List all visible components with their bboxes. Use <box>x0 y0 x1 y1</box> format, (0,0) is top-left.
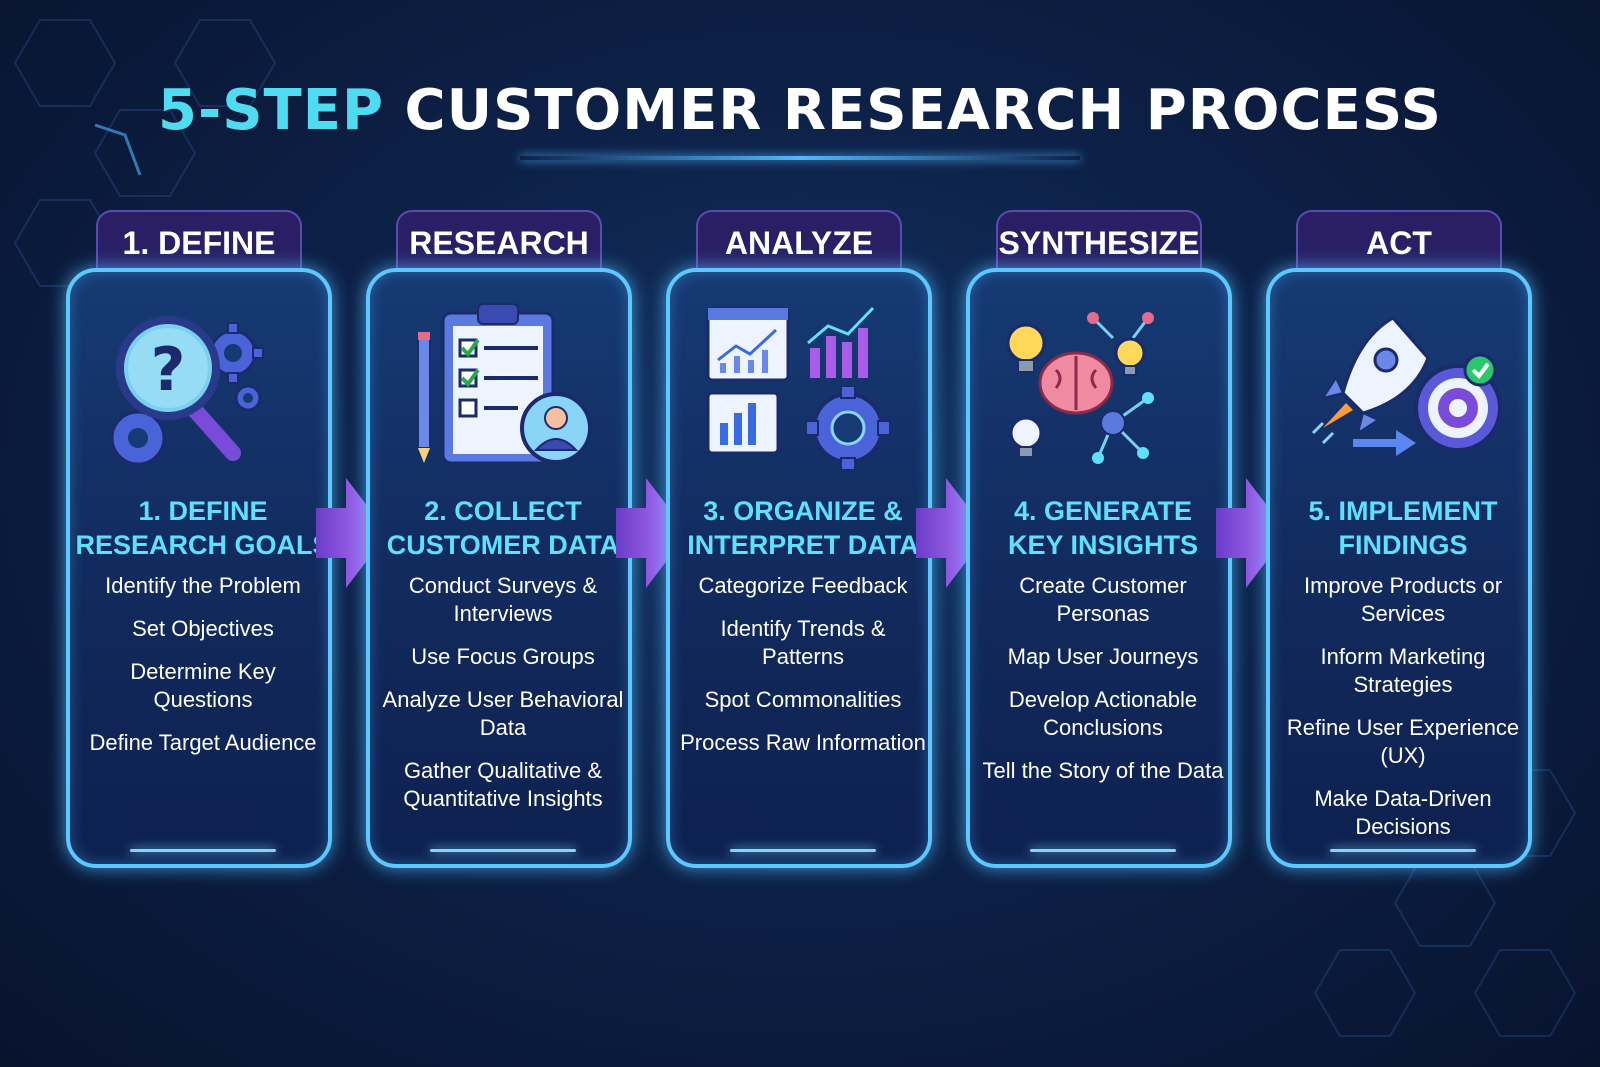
heading-line-2: RESEARCH GOALS <box>75 530 331 560</box>
gear-icon <box>805 385 891 471</box>
list-item: Process Raw Information <box>680 730 926 755</box>
list-item: Inform Marketing Strategies <box>1320 644 1486 697</box>
heading-line-1: 3. ORGANIZE & <box>703 496 903 526</box>
list-item: Tell the Story of the Data <box>982 758 1224 783</box>
list-item: Gather Qualitative & Quantitative Insigh… <box>403 758 603 811</box>
card-glow <box>430 849 576 852</box>
list-item: Analyze User Behavioral Data <box>382 687 624 740</box>
step-card: 2. COLLECT CUSTOMER DATA Conduct Surveys… <box>366 268 632 868</box>
target-check-icon <box>1414 353 1502 452</box>
heading-line-1: 1. DEFINE <box>138 496 268 526</box>
step-heading: 5. IMPLEMENT FINDINGS <box>1270 494 1536 562</box>
heading-line-2: KEY INSIGHTS <box>1007 530 1199 560</box>
step-tab: ACT <box>1296 210 1502 276</box>
title-accent: 5-STEP <box>157 78 385 143</box>
svg-text:?: ? <box>151 335 186 405</box>
card-glow <box>130 849 276 852</box>
step-heading: 1. DEFINE RESEARCH GOALS <box>70 494 336 562</box>
heading-line-2: INTERPRET DATA <box>687 530 919 560</box>
heading-line-2: FINDINGS <box>1338 530 1468 560</box>
dashboard-chart-icon <box>706 306 790 455</box>
list-item: Conduct Surveys & Interviews <box>408 573 598 626</box>
arrow-right-icon <box>616 478 688 588</box>
list-item: Spot Commonalities <box>704 687 902 712</box>
step-items: Create Customer Personas Map User Journe… <box>980 572 1226 800</box>
user-avatar-icon <box>520 392 592 464</box>
step-tab: ANALYZE <box>696 210 902 276</box>
step-act: ACT 5. I <box>1266 210 1532 885</box>
step-tab: RESEARCH <box>396 210 602 276</box>
step-card: 3. ORGANIZE & INTERPRET DATA Categorize … <box>666 268 932 868</box>
heading-line-1: 4. GENERATE <box>1013 496 1193 526</box>
research-icons <box>417 303 592 465</box>
pencil-icon <box>417 332 431 463</box>
step-heading: 4. GENERATE KEY INSIGHTS <box>970 494 1236 562</box>
step-heading: 2. COLLECT CUSTOMER DATA <box>370 494 636 562</box>
brain-icon <box>1038 351 1114 415</box>
step-items: Categorize Feedback Identify Trends & Pa… <box>680 572 926 772</box>
step-items: Conduct Surveys & Interviews Use Focus G… <box>380 572 626 828</box>
card-glow <box>1330 849 1476 852</box>
magnifier-question-icon: ? <box>116 316 241 461</box>
list-item: Categorize Feedback <box>698 573 908 598</box>
step-tab: SYNTHESIZE <box>996 210 1202 276</box>
step-analyze: ANALYZE <box>666 210 932 885</box>
list-item: Refine User Experience (UX) <box>1286 715 1520 768</box>
title-main: CUSTOMER RESEARCH PROCESS <box>404 78 1442 143</box>
step-define: 1. DEFINE ? 1. DEFI <box>66 210 332 885</box>
heading-line-1: 5. IMPLEMENT <box>1308 496 1498 526</box>
card-glow <box>730 849 876 852</box>
list-item: Create Customer Personas <box>1019 573 1187 626</box>
list-item: Identify Trends & Patterns <box>720 616 886 669</box>
rocket-icon <box>1311 316 1430 445</box>
lightbulb-icon <box>1006 323 1146 458</box>
list-item: Set Objectives <box>132 616 274 641</box>
list-item: Map User Journeys <box>1007 644 1199 669</box>
step-items: Identify the Problem Set Objectives Dete… <box>80 572 326 772</box>
bar-chart-icon <box>807 306 875 378</box>
title-underline <box>520 156 1080 160</box>
arrow-right-icon <box>916 478 988 588</box>
step-card: 4. GENERATE KEY INSIGHTS Create Customer… <box>966 268 1232 868</box>
list-item: Make Data-Driven Decisions <box>1314 786 1492 839</box>
list-item: Determine Key Questions <box>130 659 276 712</box>
arrow-right-icon <box>1216 478 1288 588</box>
list-item: Improve Products or Services <box>1303 573 1503 626</box>
list-item: Identify the Problem <box>105 573 301 598</box>
arrow-right-icon <box>316 478 388 588</box>
arrow-right-icon <box>1353 430 1416 456</box>
list-item: Develop Actionable Conclusions <box>1008 687 1198 740</box>
heading-line-1: 2. COLLECT <box>424 496 582 526</box>
heading-line-2: CUSTOMER DATA <box>386 530 620 560</box>
step-card: 5. IMPLEMENT FINDINGS Improve Products o… <box>1266 268 1532 868</box>
card-glow <box>1030 849 1176 852</box>
synthesize-icons <box>1006 312 1154 464</box>
gears-icon <box>110 322 264 466</box>
step-tab: 1. DEFINE <box>96 210 302 276</box>
network-nodes-icon <box>1087 312 1154 464</box>
act-icons <box>1311 316 1502 456</box>
step-research: RESEARCH <box>366 210 632 885</box>
page-title: 5-STEP CUSTOMER RESEARCH PROCESS <box>0 78 1600 143</box>
step-card: ? 1. DEFINE RESEARCH GOALS Identify the … <box>66 268 332 868</box>
step-synthesize: SYNTHESIZE <box>966 210 1232 885</box>
list-item: Define Target Audience <box>89 730 317 755</box>
step-heading: 3. ORGANIZE & INTERPRET DATA <box>670 494 936 562</box>
analyze-icons <box>706 306 891 471</box>
step-items: Improve Products or Services Inform Mark… <box>1280 572 1526 856</box>
list-item: Use Focus Groups <box>411 644 595 669</box>
define-icons: ? <box>110 316 264 466</box>
